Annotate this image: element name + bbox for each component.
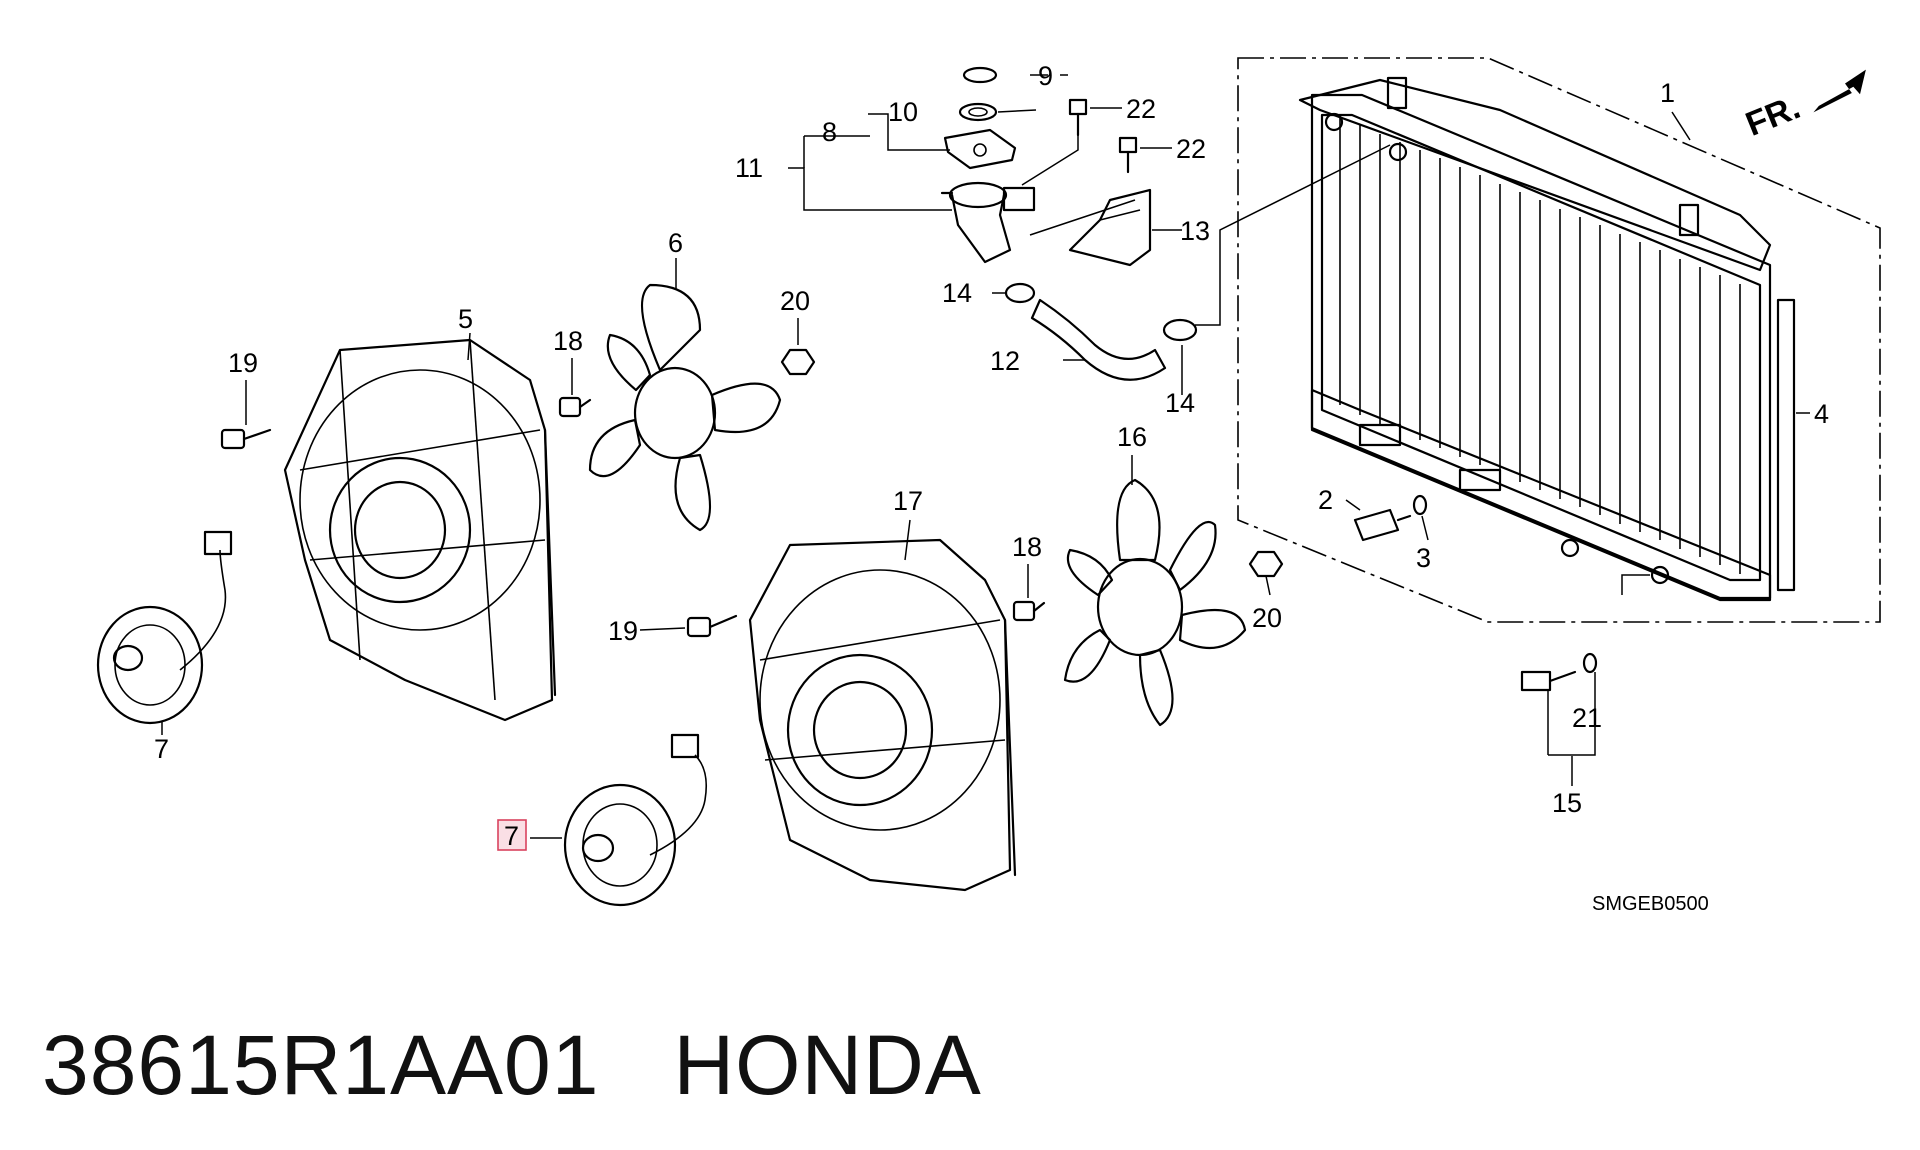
seal-10 bbox=[958, 102, 998, 122]
bolt-22a bbox=[1068, 98, 1088, 137]
brand-name: HONDA bbox=[673, 1018, 982, 1112]
bolt-18a bbox=[558, 396, 592, 418]
bolt-19a bbox=[220, 428, 272, 450]
callout-2: 2 bbox=[1318, 485, 1333, 515]
upper-hose-12 bbox=[1030, 298, 1167, 381]
callout-18-lower: 18 bbox=[1012, 532, 1042, 562]
radiator-cap bbox=[943, 128, 1017, 170]
callouts: 1 2 3 4 5 6 7 7 8 9 10 11 12 13 14 14 15… bbox=[154, 61, 1829, 851]
bolt-19b bbox=[686, 614, 738, 638]
bolt-18b bbox=[1012, 600, 1046, 622]
callout-21: 21 bbox=[1572, 703, 1602, 733]
callout-15: 15 bbox=[1552, 788, 1582, 818]
leader-lines bbox=[161, 74, 1810, 839]
callout-12: 12 bbox=[990, 346, 1020, 376]
callout-19-lower: 19 bbox=[608, 616, 638, 646]
parts-diagram: FR. bbox=[96, 57, 1881, 915]
bolt-22b bbox=[1118, 136, 1138, 174]
callout-8: 8 bbox=[822, 117, 837, 147]
callout-20-upper: 20 bbox=[780, 286, 810, 316]
direction-label: FR. bbox=[1740, 88, 1805, 144]
hose-clamp-14a bbox=[1004, 282, 1036, 304]
footer: 38615R1AA01 HONDA bbox=[42, 1010, 982, 1120]
fan-motor-7a bbox=[96, 530, 233, 725]
nut-20b bbox=[1248, 550, 1284, 578]
radiator-side-seal bbox=[1776, 298, 1796, 592]
thermo-switch-15 bbox=[1520, 670, 1577, 692]
fan-motor-7b bbox=[563, 733, 708, 907]
o-ring-9 bbox=[962, 66, 998, 84]
drain-plug-2 bbox=[1353, 508, 1412, 542]
washer-21 bbox=[1582, 652, 1598, 674]
diagram-code: SMGEB0500 bbox=[1592, 893, 1709, 915]
callout-10: 10 bbox=[888, 97, 918, 127]
radiator bbox=[1298, 76, 1772, 602]
callout-13: 13 bbox=[1180, 216, 1210, 246]
highlight-box bbox=[497, 819, 527, 851]
callout-20-lower: 20 bbox=[1252, 603, 1282, 633]
callout-1: 1 bbox=[1660, 78, 1675, 108]
callout-17: 17 bbox=[893, 486, 923, 516]
nut-20a bbox=[780, 348, 816, 376]
front-direction-arrow: FR. bbox=[1740, 69, 1866, 144]
fan-shroud-17 bbox=[748, 538, 1017, 892]
callout-9: 9 bbox=[1038, 61, 1053, 91]
callout-7-highlighted: 7 bbox=[504, 821, 519, 851]
hose-clamp-14b bbox=[1162, 318, 1198, 342]
part-number: 38615R1AA01 bbox=[42, 1018, 600, 1112]
callout-22-upper: 22 bbox=[1126, 94, 1156, 124]
water-outlet bbox=[940, 181, 1036, 264]
radiator-assembly-outline bbox=[1237, 57, 1881, 623]
callout-5: 5 bbox=[458, 304, 473, 334]
callout-16: 16 bbox=[1117, 422, 1147, 452]
fan-blade-6 bbox=[588, 283, 782, 532]
callout-22-lower: 22 bbox=[1176, 134, 1206, 164]
washer-3 bbox=[1412, 494, 1428, 516]
callout-11: 11 bbox=[735, 153, 763, 183]
bracket-13 bbox=[1068, 188, 1152, 267]
fan-blade-16 bbox=[1063, 478, 1247, 727]
callout-7-left: 7 bbox=[154, 734, 169, 764]
callout-6: 6 bbox=[668, 228, 683, 258]
callout-19-upper: 19 bbox=[228, 348, 258, 378]
callout-14-upper: 14 bbox=[942, 278, 972, 308]
callout-3: 3 bbox=[1416, 543, 1431, 573]
callout-4: 4 bbox=[1814, 399, 1829, 429]
callout-18-upper: 18 bbox=[553, 326, 583, 356]
callout-14-lower: 14 bbox=[1165, 388, 1195, 418]
fan-shroud-5 bbox=[283, 338, 557, 722]
